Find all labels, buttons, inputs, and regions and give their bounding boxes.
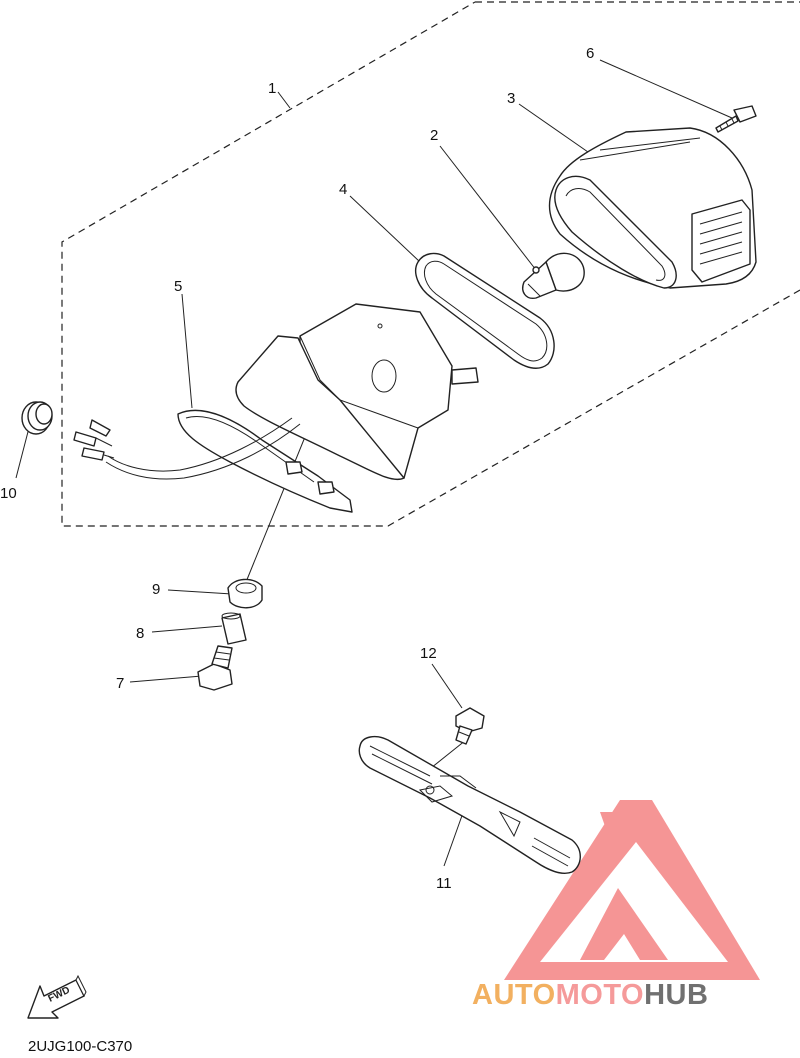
callout-7: 7 <box>116 675 124 692</box>
part-bolt-7 <box>197 645 233 691</box>
part-collar-8 <box>221 612 247 645</box>
watermark-hub: HUB <box>644 979 708 1011</box>
part-taillight-base-5 <box>73 303 479 513</box>
callout-5: 5 <box>174 278 182 295</box>
callout-11: 11 <box>436 875 452 892</box>
part-bracket-11 <box>358 735 581 874</box>
part-screw-6 <box>715 105 757 133</box>
assembly-boundary-dashed <box>61 1 800 527</box>
callout-10: 10 <box>0 485 17 502</box>
part-gasket-4 <box>414 252 555 370</box>
automotohub-logo-icon <box>504 800 760 980</box>
callout-12: 12 <box>420 645 437 662</box>
part-bulb-2 <box>522 252 585 299</box>
watermark-text: AUTOMOTOHUB <box>472 979 708 1011</box>
part-grommet-10 <box>21 401 53 435</box>
callout-2: 2 <box>430 127 438 144</box>
callout-8: 8 <box>136 625 144 642</box>
forward-direction-arrow-icon: FWD <box>27 974 87 1019</box>
callout-3: 3 <box>507 90 515 107</box>
drawing-code: 2UJG100-C370 <box>28 1038 133 1055</box>
callout-9: 9 <box>152 581 160 598</box>
watermark-auto: AUTO <box>472 979 556 1011</box>
part-lens-housing-3 <box>548 127 757 289</box>
part-grommet-9 <box>227 578 263 609</box>
callout-1: 1 <box>268 80 276 97</box>
callout-4: 4 <box>339 181 347 198</box>
part-bolt-12 <box>455 707 485 745</box>
callout-6: 6 <box>586 45 594 62</box>
watermark-moto: MOTO <box>556 979 644 1011</box>
